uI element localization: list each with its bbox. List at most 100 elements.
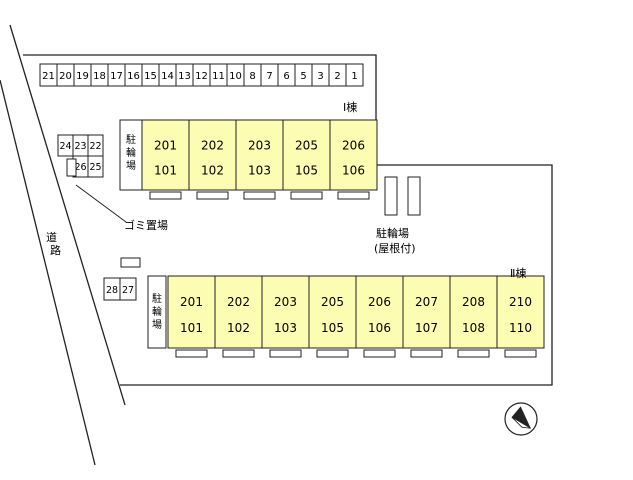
unit-number-upper: 203 [248, 138, 271, 152]
parking-number: 14 [161, 71, 174, 82]
lower-left-parking: 28 27 [103, 277, 137, 301]
bike-parking-roofed-label-2: (屋根付) [374, 241, 416, 255]
parking-number: 22 [89, 141, 101, 152]
parking-space [119, 277, 137, 301]
unit-number-lower: 108 [462, 321, 485, 335]
unit-number-lower: 103 [274, 321, 297, 335]
bike-parking-label: 駐 [152, 292, 162, 305]
parking-number: 7 [266, 71, 272, 82]
unit-block [308, 275, 357, 349]
road-label-2: 路 [50, 244, 61, 257]
unit-step [196, 191, 229, 200]
unit-number-upper: 207 [415, 295, 438, 309]
unit-number-upper: 210 [509, 295, 532, 309]
building-2-label: Ⅱ棟 [510, 266, 526, 280]
building-1-label: Ⅰ棟 [343, 100, 357, 114]
parking-number: 21 [42, 71, 55, 82]
garbage-box [120, 257, 141, 268]
parking-number: 28 [106, 285, 118, 296]
unit-number-upper: 202 [227, 295, 250, 309]
unit-block [214, 275, 263, 349]
parking-number: 16 [127, 71, 140, 82]
unit-block [188, 119, 237, 191]
parking-number: 23 [74, 141, 86, 152]
unit-number-upper: 208 [462, 295, 485, 309]
bike-parking-roofed-label-1: 駐輪場 [376, 226, 409, 240]
parking-number: 5 [300, 71, 306, 82]
unit-block [449, 275, 498, 349]
unit-block [282, 119, 331, 191]
unit-number-lower: 102 [227, 321, 250, 335]
parking-number: 17 [110, 71, 123, 82]
unit-block [261, 275, 310, 349]
parking-number: 15 [144, 71, 157, 82]
unit-number-lower: 101 [180, 321, 203, 335]
unit-step [290, 191, 323, 200]
unit-step [222, 349, 255, 358]
unit-step [175, 349, 208, 358]
unit-number-upper: 203 [274, 295, 297, 309]
parking-number: 24 [59, 141, 71, 152]
parking-number: 13 [178, 71, 191, 82]
parking-number: 27 [122, 285, 134, 296]
unit-block [235, 119, 284, 191]
parking-number: 2 [334, 71, 340, 82]
road-label-1: 道 [46, 230, 57, 244]
parking-number: 1 [351, 71, 357, 82]
road-edge-right [9, 24, 126, 406]
parking-number: 18 [93, 71, 106, 82]
parking-number: 8 [249, 71, 255, 82]
unit-number-upper: 201 [180, 295, 203, 309]
bike-parking-box [147, 275, 167, 349]
unit-step [504, 349, 537, 358]
bike-parking-label: 輪 [126, 146, 136, 159]
parking-number: 10 [229, 71, 242, 82]
unit-block [167, 275, 216, 349]
unit-number-upper: 201 [154, 138, 177, 152]
unit-number-lower: 105 [295, 164, 318, 178]
unit-number-lower: 107 [415, 321, 438, 335]
bike-parking-label: 輪 [152, 305, 162, 318]
parking-number: 19 [76, 71, 89, 82]
garbage-leader-line [75, 184, 127, 223]
unit-number-upper: 206 [342, 138, 365, 152]
parking-space [87, 155, 104, 178]
garbage-label: ゴミ置場 [124, 218, 168, 232]
compass-icon [504, 402, 538, 436]
road-edge-left [0, 79, 96, 466]
unit-step [457, 349, 490, 358]
unit-number-lower: 110 [509, 321, 532, 335]
unit-number-lower: 103 [248, 164, 271, 178]
unit-step [243, 191, 276, 200]
unit-block [355, 275, 404, 349]
bike-parking-label: 場 [152, 318, 162, 331]
unit-number-lower: 106 [368, 321, 391, 335]
equipment-box [66, 158, 77, 177]
unit-block [496, 275, 545, 349]
unit-block [141, 119, 190, 191]
parking-number: 12 [195, 71, 208, 82]
unit-step [337, 191, 370, 200]
unit-number-upper: 206 [368, 295, 391, 309]
unit-block [329, 119, 378, 191]
bike-parking-roofed-right [407, 176, 421, 216]
unit-number-lower: 105 [321, 321, 344, 335]
parking-number: 11 [212, 71, 225, 82]
parking-number: 26 [74, 162, 86, 173]
unit-number-lower: 106 [342, 164, 365, 178]
unit-step [363, 349, 396, 358]
unit-number-upper: 205 [295, 138, 318, 152]
bike-parking-label: 場 [126, 159, 136, 172]
bike-parking-roofed-left [384, 176, 398, 216]
parking-space [345, 63, 364, 87]
unit-block [402, 275, 451, 349]
unit-step [316, 349, 349, 358]
unit-number-lower: 101 [154, 164, 177, 178]
unit-number-lower: 102 [201, 164, 224, 178]
parking-number: 6 [283, 71, 289, 82]
parking-number: 3 [317, 71, 323, 82]
